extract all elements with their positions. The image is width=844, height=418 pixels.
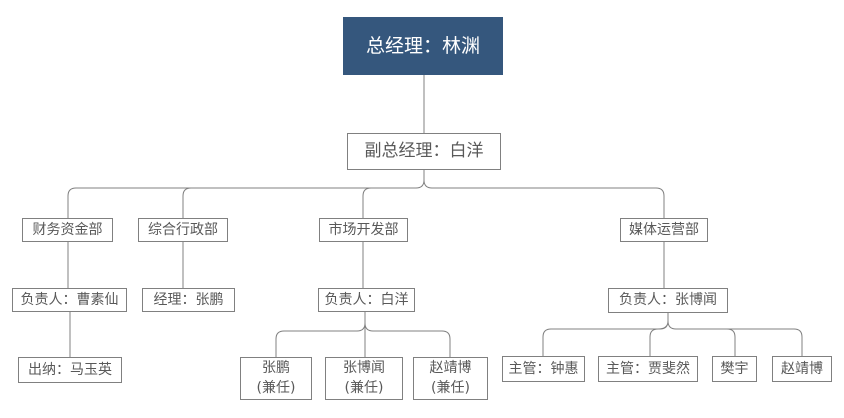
node-label: 市场开发部: [328, 221, 399, 238]
node-label: 出纳：马玉英: [28, 361, 112, 378]
node-label: 赵靖博: [781, 360, 823, 377]
node-head-finance[interactable]: 负责人：曹素仙: [12, 288, 127, 312]
staff-note: (兼任): [344, 379, 384, 396]
node-head-media[interactable]: 负责人：张博闻: [608, 288, 728, 313]
node-head-market[interactable]: 负责人：白洋: [318, 288, 415, 312]
staff-note: (兼任): [431, 379, 470, 396]
node-deputy-general-manager[interactable]: 副总经理：白洋: [347, 133, 501, 170]
node-label: 经理：张鹏: [153, 291, 224, 308]
connector-path: [67, 75, 803, 357]
staff-note: (兼任): [256, 379, 296, 396]
node-market-staff-zhangpeng[interactable]: 张鹏 (兼任): [240, 357, 312, 400]
staff-name: 张博闻: [343, 359, 385, 376]
node-label: 樊宇: [720, 360, 749, 377]
node-label: 负责人：张博闻: [619, 292, 717, 309]
node-dept-admin[interactable]: 综合行政部: [138, 218, 228, 242]
node-label: 负责人：曹素仙: [20, 291, 119, 308]
node-market-staff-zhangbowen[interactable]: 张博闻 (兼任): [325, 357, 403, 400]
node-label: 负责人：白洋: [324, 291, 409, 308]
node-general-manager[interactable]: 总经理：林渊: [343, 17, 503, 75]
node-dept-media[interactable]: 媒体运营部: [620, 218, 708, 242]
node-label: 媒体运营部: [629, 221, 699, 238]
node-label: 综合行政部: [148, 221, 218, 238]
node-label: 总经理：林渊: [365, 34, 480, 57]
node-label: 主管：钟惠: [508, 360, 579, 377]
node-dept-market[interactable]: 市场开发部: [319, 218, 408, 242]
node-cashier[interactable]: 出纳：马玉英: [18, 357, 122, 383]
node-label: 副总经理：白洋: [364, 141, 484, 162]
node-dept-finance[interactable]: 财务资金部: [22, 218, 113, 242]
node-head-admin[interactable]: 经理：张鹏: [142, 288, 235, 312]
node-market-staff-zhaojingbo[interactable]: 赵靖博 (兼任): [413, 357, 488, 400]
node-media-staff-fanyu[interactable]: 樊宇: [712, 356, 757, 382]
staff-name: 张鹏: [262, 359, 290, 376]
node-label: 财务资金部: [32, 221, 103, 238]
node-media-staff-zhaojingbo[interactable]: 赵靖博: [772, 356, 832, 382]
node-media-supervisor-jiafeiran[interactable]: 主管：贾斐然: [598, 356, 698, 382]
node-label: 主管：贾斐然: [606, 360, 690, 377]
staff-name: 赵靖博: [429, 359, 472, 376]
node-media-supervisor-zhonghui[interactable]: 主管：钟惠: [502, 356, 585, 382]
